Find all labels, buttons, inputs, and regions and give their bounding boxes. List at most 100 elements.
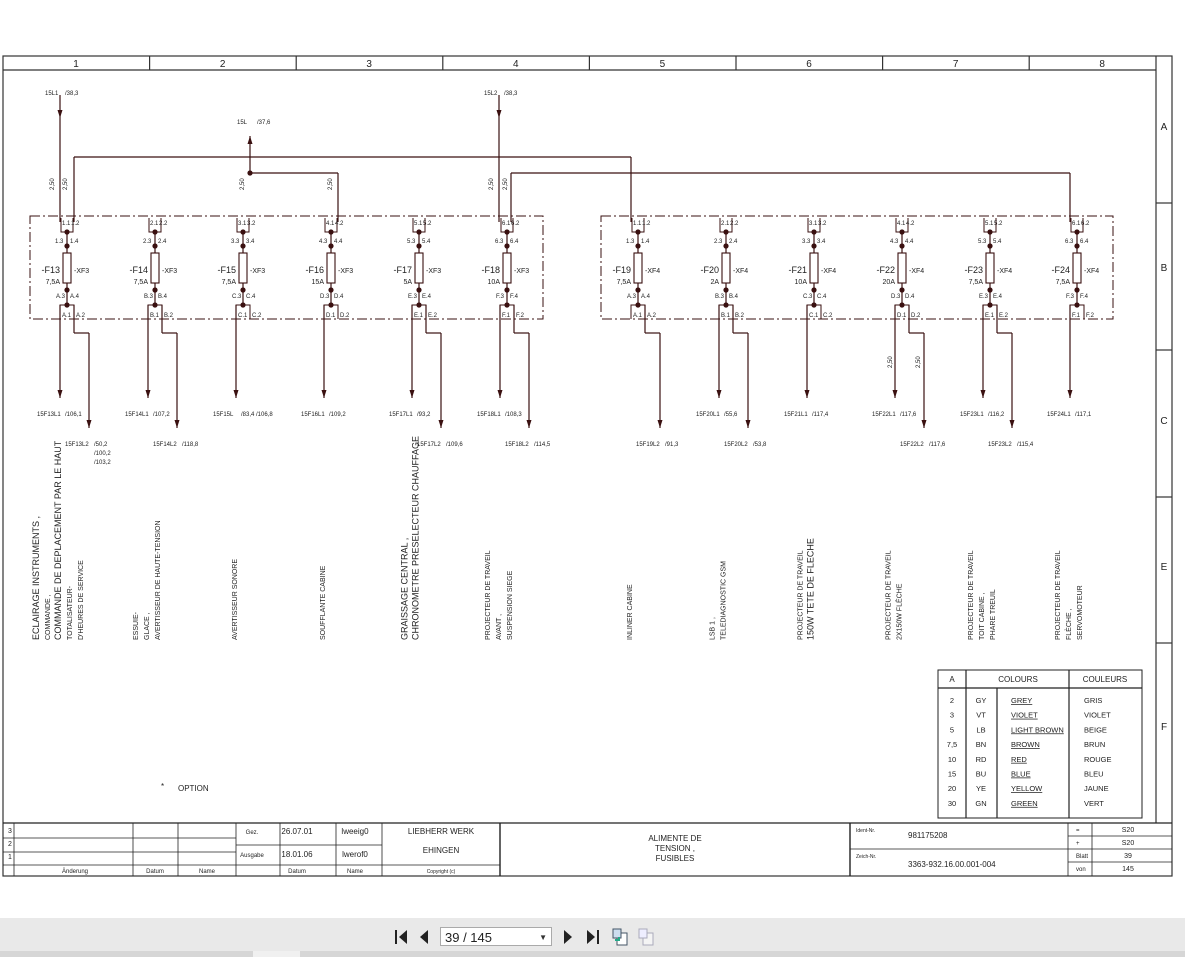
circuit-description: INLINER CABINE — [627, 584, 634, 640]
circuit-description: TOIT CABINE , — [979, 592, 986, 640]
junction-dot — [811, 243, 817, 249]
terminal-label: A.2 — [76, 313, 86, 319]
junction-dot — [723, 287, 729, 293]
title-field-value: lweeig0 — [341, 827, 369, 836]
column-number: 7 — [953, 59, 959, 70]
option-label: OPTION — [178, 784, 209, 793]
circuit-description: 2X150W FLÈCHE — [895, 583, 904, 640]
terminal-label: B.4 — [158, 294, 168, 300]
table-header: A — [949, 675, 955, 684]
fuse-rating: 20A — [883, 279, 896, 286]
table-header: COLOURS — [998, 675, 1038, 684]
terminal-label: 4.1 — [326, 221, 335, 227]
terminal-label: 4.4 — [905, 239, 914, 245]
colour-table — [937, 669, 1143, 819]
terminal-label: 2.1 — [150, 221, 159, 227]
previous-page-icon[interactable] — [418, 928, 430, 946]
colour-code: YE — [976, 784, 986, 793]
wire-target-ref: /106,1 — [65, 412, 82, 418]
terminal-label: 6.1 — [1072, 221, 1081, 227]
junction-dot — [723, 243, 729, 249]
terminal-label: E.3 — [979, 294, 989, 300]
column-number: 2 — [220, 59, 226, 70]
terminal-label: F.4 — [510, 294, 519, 300]
colour-amp: 3 — [950, 711, 954, 720]
junction-dot — [723, 229, 729, 235]
wire-target-ref: /109,2 — [329, 412, 346, 418]
junction-dot — [635, 243, 641, 249]
terminal-label: A.2 — [647, 313, 657, 319]
junction-dot — [152, 229, 158, 235]
title-header: Name — [347, 869, 364, 875]
supply-label: 15L2 — [484, 91, 498, 97]
terminal-label: D.2 — [340, 313, 350, 319]
terminal-label: 5.4 — [993, 239, 1002, 245]
circuit-description: 150W TETE DE FLECHE — [806, 538, 816, 640]
colour-name-fr: BEIGE — [1084, 725, 1107, 734]
wire-section-label: 2,50 — [240, 178, 246, 190]
next-page-icon[interactable] — [562, 928, 574, 946]
terminal-label: F.3 — [1066, 294, 1075, 300]
drawing-number: 3363-932.16.00.001-004 — [908, 860, 996, 869]
arrow-down-icon — [892, 390, 898, 398]
fuse-id: -F18 — [481, 265, 500, 275]
wire-target-ref: /116,2 — [988, 412, 1005, 418]
first-page-icon[interactable] — [393, 928, 409, 946]
column-number: 4 — [513, 59, 519, 70]
fuse-rating: 7,5A — [46, 279, 61, 286]
junction-dot — [152, 287, 158, 293]
wire-section-label: 2,50 — [328, 178, 334, 190]
circuit-description: D'HEURES DE SERVICE — [78, 560, 85, 640]
arrow-down-icon — [716, 390, 722, 398]
wire-section-label: 2,50 — [50, 178, 56, 190]
title-field-value: 39 — [1124, 853, 1132, 860]
page-number-select[interactable]: 39 / 145▼ — [440, 927, 552, 946]
wire-target-ref: /109,6 — [446, 442, 463, 448]
terminal-label: D.1 — [326, 313, 336, 319]
junction-dot — [416, 243, 422, 249]
terminal-label: 3.3 — [231, 239, 240, 245]
circuit-description: AVERTISSEUR DE HAUTE-TENSION — [155, 520, 162, 640]
ident-number: 981175208 — [908, 831, 948, 840]
arrow-down-icon — [233, 390, 239, 398]
colour-name-en: BLUE — [1011, 770, 1031, 779]
supply-ref: /37,6 — [257, 120, 271, 126]
row-letter: C — [1160, 416, 1167, 427]
terminal-label: C.3 — [232, 294, 242, 300]
fit-width-icon[interactable] — [637, 928, 655, 946]
colour-name-en: BROWN — [1011, 740, 1040, 749]
title-field-label: Ident-Nr. — [856, 828, 875, 834]
wire-target-label: 15F18L2 — [505, 442, 529, 448]
wire-target-label: 15F19L2 — [636, 442, 660, 448]
colour-amp: 15 — [948, 770, 956, 779]
wire-target-label: 15F22L2 — [900, 442, 924, 448]
terminal-label: C.3 — [803, 294, 813, 300]
wire-target-label: 15F18L1 — [477, 412, 501, 418]
horizontal-scrollbar[interactable] — [0, 951, 1185, 957]
terminal-label: C.2 — [252, 313, 262, 319]
title-field-value: S20 — [1122, 827, 1135, 834]
fuse-connector: -XF4 — [909, 268, 924, 275]
fuse-connector: -XF4 — [997, 268, 1012, 275]
fuse-symbol — [414, 252, 424, 284]
fuse-symbol — [62, 252, 72, 284]
terminal-label: 2.1 — [721, 221, 730, 227]
fit-page-icon[interactable] — [611, 928, 629, 946]
scrollbar-thumb[interactable] — [253, 951, 300, 957]
arrow-down-icon — [657, 420, 663, 428]
junction-dot — [64, 287, 70, 293]
last-page-icon[interactable] — [585, 928, 601, 946]
chevron-down-icon: ▼ — [539, 933, 547, 942]
title-header: Datum — [146, 869, 164, 875]
arrow-down-icon — [980, 390, 986, 398]
terminal-label: 6.2 — [511, 221, 520, 227]
circuit-description: PROJECTEUR DE TRAVEIL — [1055, 550, 1062, 640]
terminal-label: 3.1 — [238, 221, 247, 227]
arrow-down-icon — [86, 420, 92, 428]
terminal-label: B.1 — [721, 313, 731, 319]
wire-target-ref: /53,8 — [753, 442, 767, 448]
arrow-down-icon — [174, 420, 180, 428]
arrow-down-icon — [409, 390, 415, 398]
terminal-label: 4.2 — [906, 221, 915, 227]
terminal-label: A.3 — [627, 294, 637, 300]
